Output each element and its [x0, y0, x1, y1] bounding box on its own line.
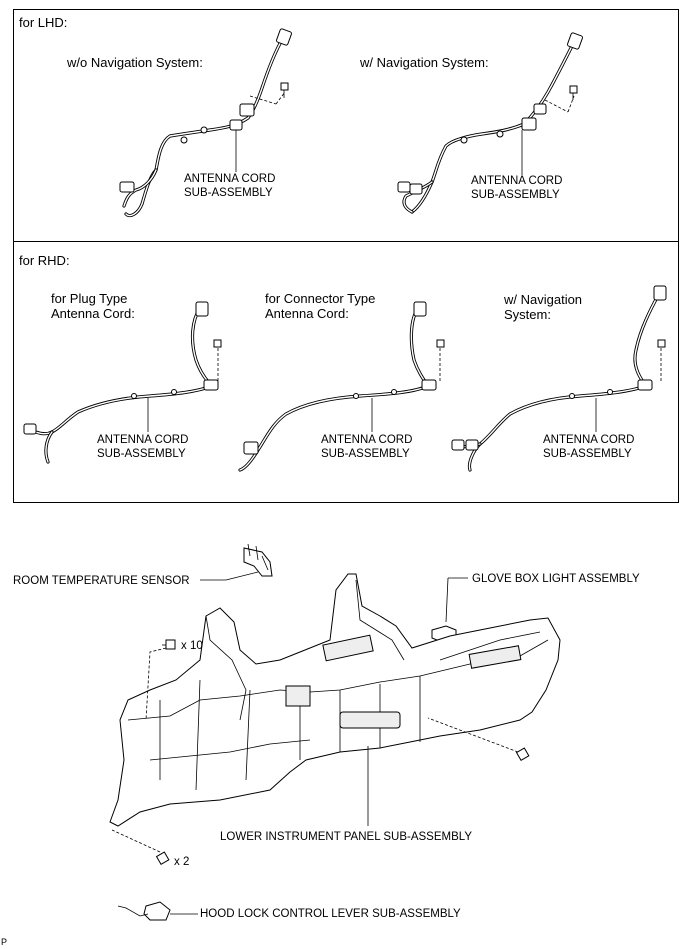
rhd-subtitle-nav: w/ Navigation System: — [504, 292, 583, 322]
glove-box-light-label: GLOVE BOX LIGHT ASSEMBLY — [472, 573, 640, 585]
corner-mark: P — [1, 937, 8, 947]
rhd-callout-nav: ANTENNA CORD SUB-ASSEMBLY — [543, 434, 635, 460]
rhd-callout-connector: ANTENNA CORD SUB-ASSEMBLY — [321, 434, 413, 460]
lhd-right-callout: ANTENNA CORD SUB-ASSEMBLY — [471, 175, 563, 201]
rhd-antenna-cord-connector — [238, 301, 445, 472]
hood-lock-lever-part — [117, 901, 198, 921]
room-temperature-sensor-label: ROOM TEMPERATURE SENSOR — [13, 575, 190, 587]
lhd-left-subtitle: w/o Navigation System: — [67, 55, 203, 70]
lhd-right-subtitle: w/ Navigation System: — [360, 55, 489, 70]
bolt-qty-top: x 10 — [181, 640, 203, 652]
rhd-antenna-cord-nav — [451, 285, 667, 472]
rhd-callout-plug: ANTENNA CORD SUB-ASSEMBLY — [97, 434, 189, 460]
lower-instrument-panel-part — [109, 573, 561, 827]
lhd-antenna-cord-nav — [397, 32, 583, 214]
glove-box-light-part — [431, 577, 468, 643]
bolts — [111, 639, 530, 866]
rhd-subtitle-plug: for Plug Type Antenna Cord: — [51, 291, 135, 321]
rhd-panel — [13, 241, 679, 503]
lhd-antenna-cord-no-nav — [119, 28, 292, 218]
hood-lock-lever-label: HOOD LOCK CONTROL LEVER SUB-ASSEMBLY — [200, 908, 461, 920]
rhd-antenna-cord-plug — [23, 301, 222, 464]
lhd-left-callout: ANTENNA CORD SUB-ASSEMBLY — [184, 173, 276, 199]
lower-instrument-panel-label: LOWER INSTRUMENT PANEL SUB-ASSEMBLY — [220, 831, 472, 843]
rhd-header: for RHD: — [19, 253, 70, 268]
lhd-header: for LHD: — [19, 15, 68, 30]
bolt-qty-bottom: x 2 — [174, 856, 190, 868]
rhd-subtitle-connector: for Connector Type Antenna Cord: — [265, 291, 376, 321]
room-temperature-sensor-part — [200, 543, 273, 581]
